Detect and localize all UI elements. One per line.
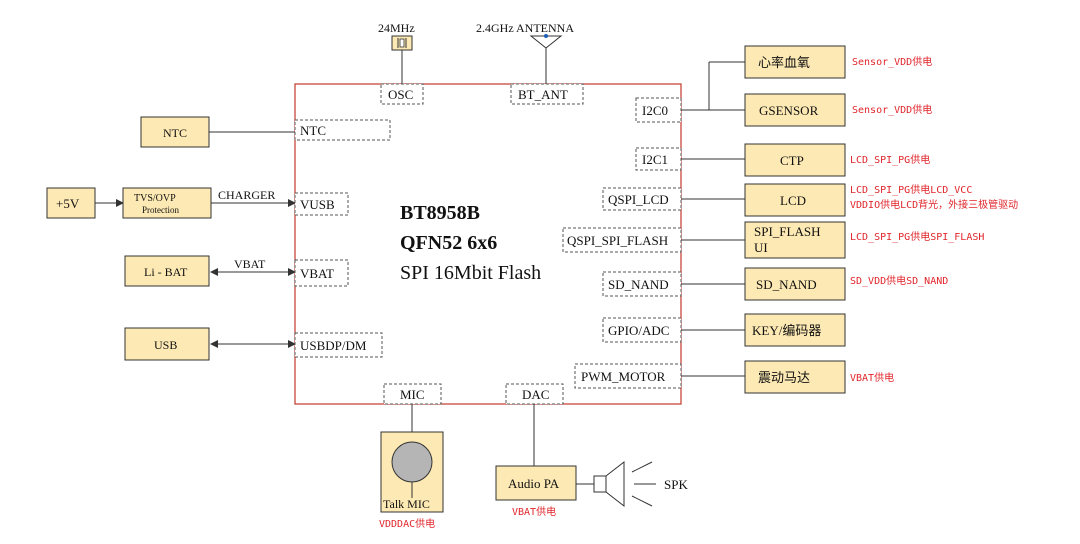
svg-text:OSC: OSC (388, 87, 413, 102)
svg-text:NTC: NTC (163, 126, 187, 140)
osc-pin (380, 83, 424, 105)
svg-text:Protection: Protection (142, 205, 179, 215)
gsensor-box (744, 93, 846, 127)
key-encoder-box (744, 313, 846, 347)
svg-text:VUSB: VUSB (300, 197, 335, 212)
svg-text:心率血氧: 心率血氧 (758, 55, 810, 70)
audio-pa-box (495, 465, 577, 501)
svg-text:QSPI_LCD: QSPI_LCD (608, 192, 669, 207)
svg-text:VBAT: VBAT (300, 266, 334, 281)
ntc-pin (294, 119, 391, 141)
note-heart: Sensor_VDD供电 (852, 55, 932, 68)
plus5v-box (46, 187, 96, 219)
svg-text:PWM_MOTOR: PWM_MOTOR (581, 369, 666, 384)
svg-text:CTP: CTP (780, 153, 804, 168)
svg-text:+5V: +5V (56, 196, 80, 211)
svg-text:UI: UI (754, 240, 768, 255)
qspi-lcd-pin (602, 187, 682, 211)
usbdp-pin (294, 332, 383, 358)
vibration-motor-box (744, 360, 846, 394)
svg-text:NTC: NTC (300, 123, 326, 138)
svg-text:SD_NAND: SD_NAND (756, 277, 817, 292)
qspi-flash-pin (562, 227, 682, 253)
lcd-box (744, 183, 846, 217)
svg-text:LCD: LCD (780, 193, 806, 208)
spi-flash-box (744, 221, 846, 259)
mic-icon (391, 441, 433, 483)
svg-text:Audio PA: Audio PA (508, 476, 560, 491)
svg-text:MIC: MIC (400, 387, 425, 402)
note-lcd-2: VDDIO供电LCD背光，外接三极管驱动 (850, 198, 1018, 211)
svg-text:Talk MIC: Talk MIC (383, 497, 430, 511)
svg-text:BT_ANT: BT_ANT (518, 87, 568, 102)
heart-rate-box (744, 45, 846, 79)
spk-label: SPK (664, 477, 688, 492)
note-spi-flash: LCD_SPI_PG供电SPI_FLASH (850, 230, 984, 243)
vbat-pin (294, 259, 349, 287)
ntc-box (140, 116, 210, 148)
note-ctp: LCD_SPI_PG供电 (850, 153, 930, 166)
pwm-motor-pin (574, 363, 682, 389)
svg-text:USB: USB (154, 338, 177, 352)
note-mic: VDDDAC供电 (379, 517, 435, 530)
svg-text:QSPI_SPI_FLASH: QSPI_SPI_FLASH (567, 233, 668, 248)
vusb-pin (294, 192, 349, 216)
svg-text:GSENSOR: GSENSOR (759, 103, 819, 118)
svg-text:DAC: DAC (522, 387, 549, 402)
chip-package: QFN52 6x6 (400, 232, 497, 254)
svg-text:USBDP/DM: USBDP/DM (300, 338, 367, 353)
svg-text:I2C1: I2C1 (642, 152, 668, 167)
note-gsensor: Sensor_VDD供电 (852, 103, 932, 116)
note-sd-nand: SD_VDD供电SD_NAND (850, 274, 948, 287)
svg-text:SD_NAND: SD_NAND (608, 277, 669, 292)
ctp-box (744, 143, 846, 177)
svg-text:Li - BAT: Li - BAT (144, 265, 188, 279)
usb-box (124, 327, 210, 361)
crystal-label: 24MHz (378, 21, 415, 35)
svg-text:TVS/OVP: TVS/OVP (134, 193, 176, 204)
svg-text:SPI_FLASH: SPI_FLASH (754, 224, 820, 239)
antenna-label: 2.4GHz ANTENNA (476, 21, 574, 35)
vbat-label: VBAT (234, 257, 266, 271)
svg-text:I2C0: I2C0 (642, 103, 668, 118)
note-lcd-1: LCD_SPI_PG供电LCD_VCC (850, 183, 972, 196)
i2c0-pin (635, 97, 682, 123)
svg-text:GPIO/ADC: GPIO/ADC (608, 323, 669, 338)
gpio-adc-pin (602, 317, 682, 343)
libat-box (124, 255, 210, 287)
sd-nand-box (744, 267, 846, 301)
charger-label: CHARGER (218, 188, 275, 202)
svg-text:震动马达: 震动马达 (758, 370, 810, 385)
chip-name: BT8958B (400, 202, 480, 224)
bt-ant-pin (510, 83, 584, 105)
chip-flash: SPI 16Mbit Flash (400, 262, 541, 284)
svg-text:KEY/编码器: KEY/编码器 (752, 323, 821, 338)
note-pa: VBAT供电 (512, 505, 556, 518)
sd-nand-pin (602, 271, 682, 297)
speaker-icon (593, 460, 656, 508)
note-motor: VBAT供电 (850, 371, 894, 384)
